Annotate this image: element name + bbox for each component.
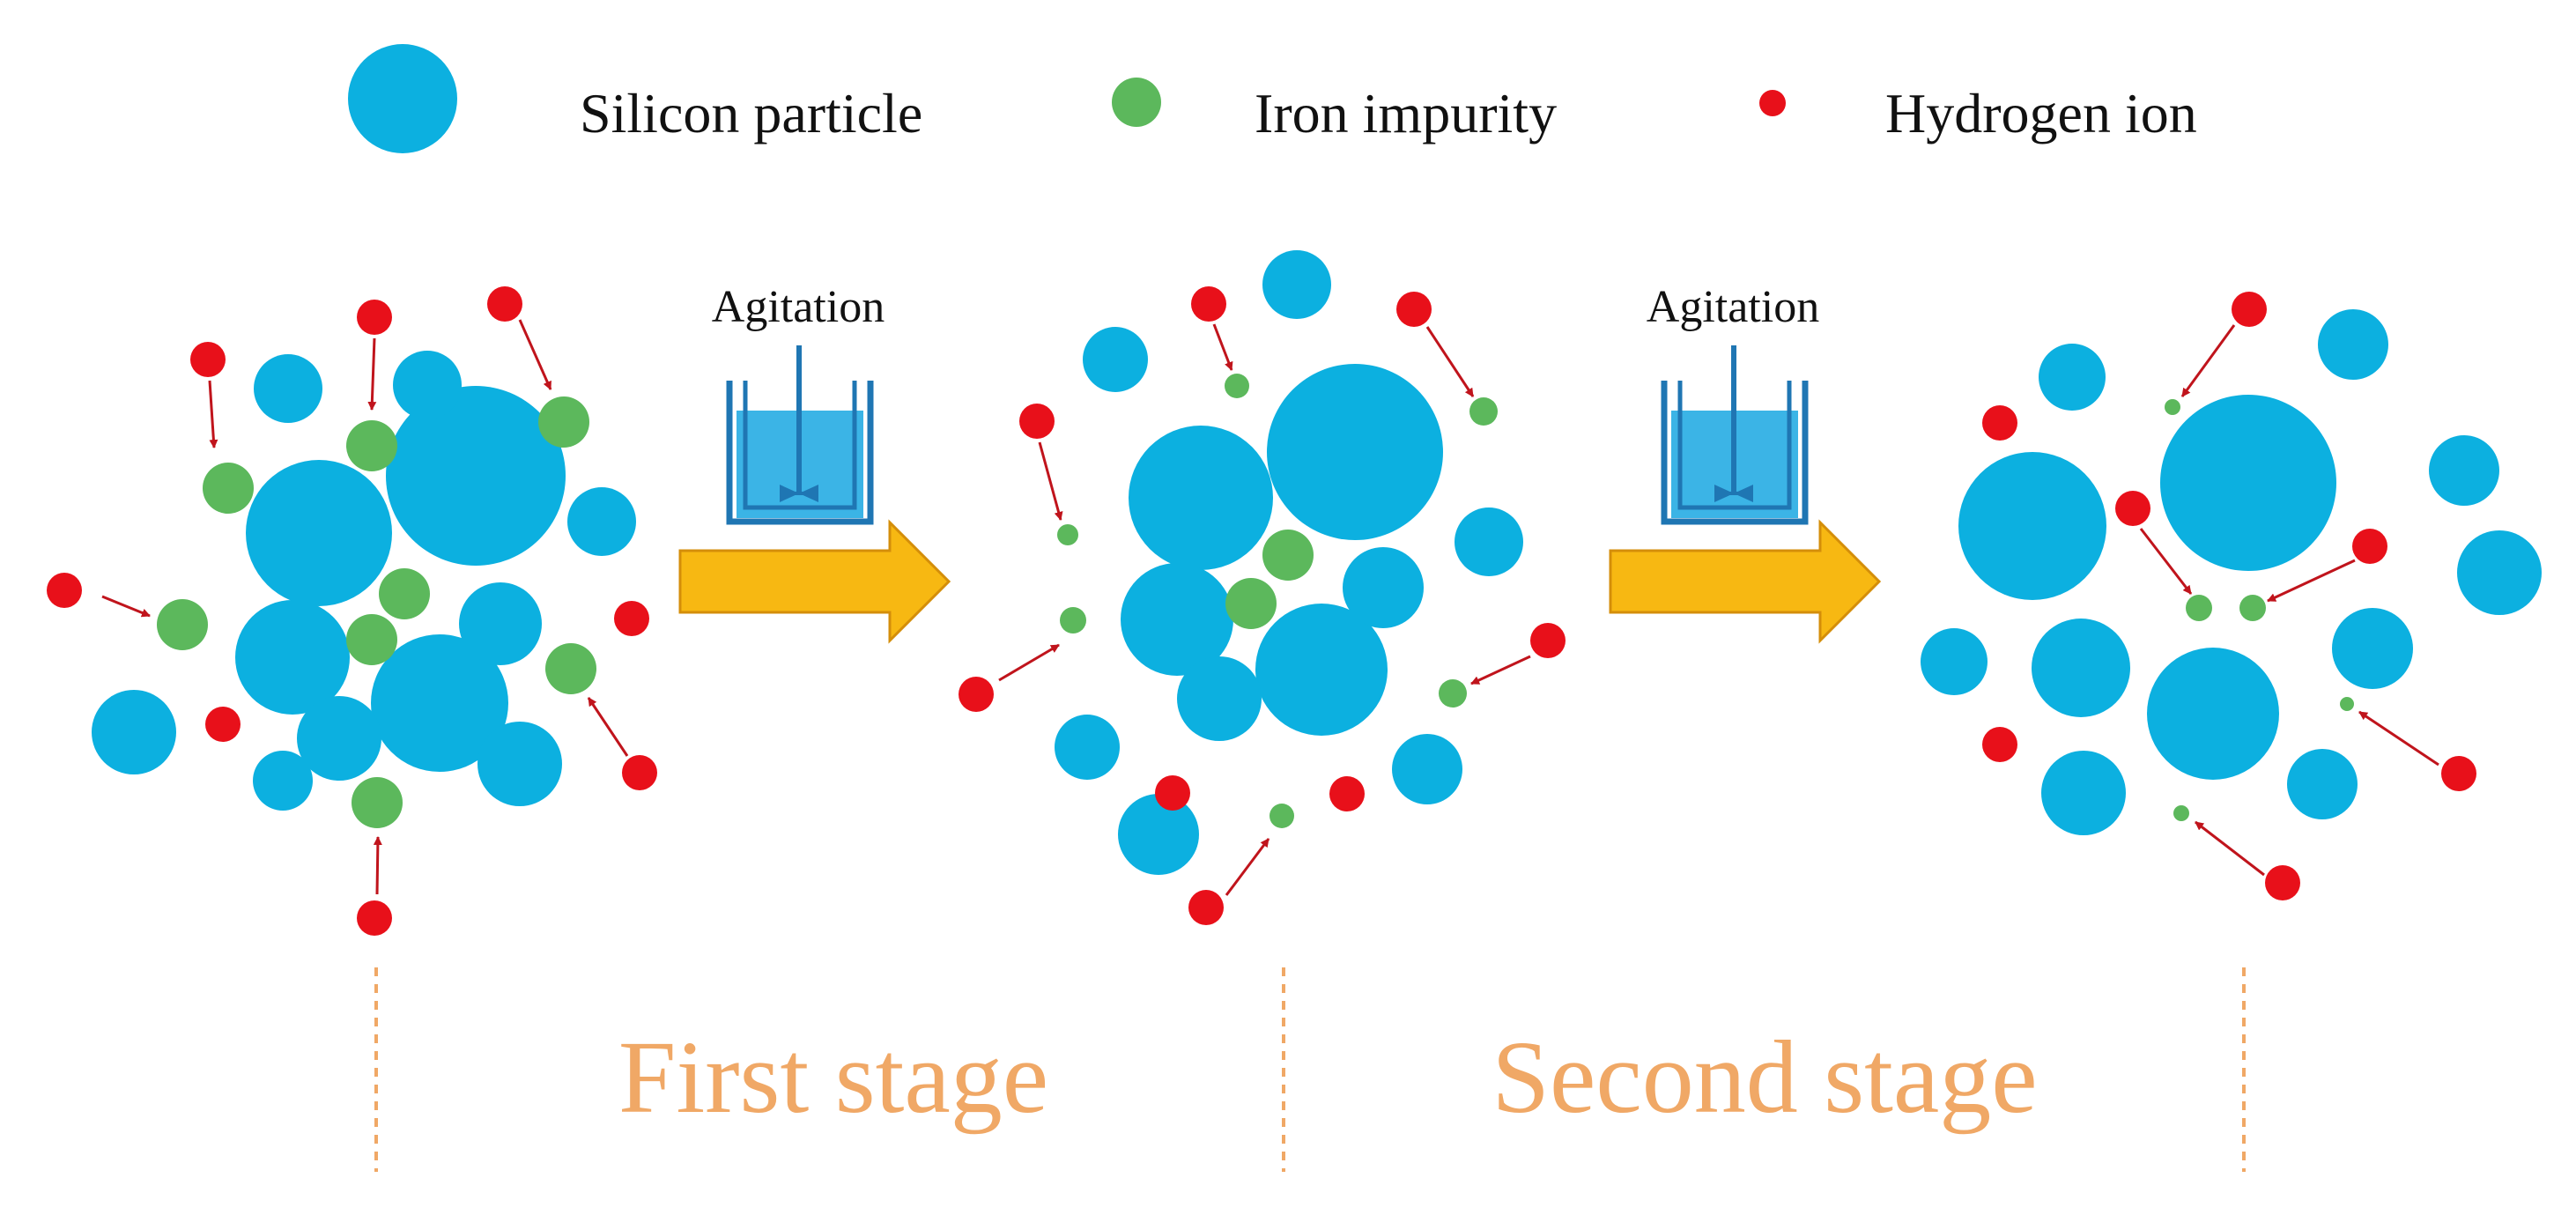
legend: Silicon particle Iron impurity Hydrogen …	[348, 44, 2197, 153]
stage-separators	[374, 967, 2246, 1172]
hydrogen-ions	[47, 286, 657, 936]
reaction-arrows	[998, 323, 1531, 896]
process-arrow-1	[678, 519, 951, 644]
legend-hydrogen-swatch	[1759, 90, 1786, 116]
reaction-arrows	[2139, 324, 2439, 877]
hydrogen-ions	[1982, 292, 2476, 900]
first-stage-label: First stage	[618, 1019, 1048, 1135]
iron-impurities	[1057, 374, 1498, 828]
first-stage-particles	[959, 250, 1566, 925]
legend-hydrogen-label: Hydrogen ion	[1885, 82, 2197, 144]
agitation-step-2: Agitation	[1609, 282, 1882, 644]
process-arrow-2	[1609, 519, 1882, 644]
stirred-tank-icon	[726, 345, 874, 525]
stirred-tank-icon	[1661, 345, 1809, 525]
initial-particle-cluster	[47, 286, 657, 936]
second-stage-label: Second stage	[1492, 1019, 2037, 1135]
agitation-step-1: Agitation	[678, 282, 951, 644]
agitation-label-1: Agitation	[712, 282, 885, 332]
iron-impurities	[2165, 399, 2354, 821]
silicon-particles	[1055, 250, 1523, 875]
second-stage-particles	[1921, 292, 2542, 900]
legend-silicon-label: Silicon particle	[580, 82, 922, 144]
legend-silicon-swatch	[348, 44, 457, 153]
silicon-particles	[1921, 309, 2542, 835]
iron-impurities	[157, 396, 596, 828]
hydrogen-ions	[959, 286, 1566, 925]
legend-iron-swatch	[1112, 78, 1161, 127]
reaction-arrows	[101, 319, 629, 895]
silicon-particles	[92, 351, 636, 811]
legend-iron-label: Iron impurity	[1255, 82, 1557, 144]
agitation-label-2: Agitation	[1647, 282, 1819, 332]
